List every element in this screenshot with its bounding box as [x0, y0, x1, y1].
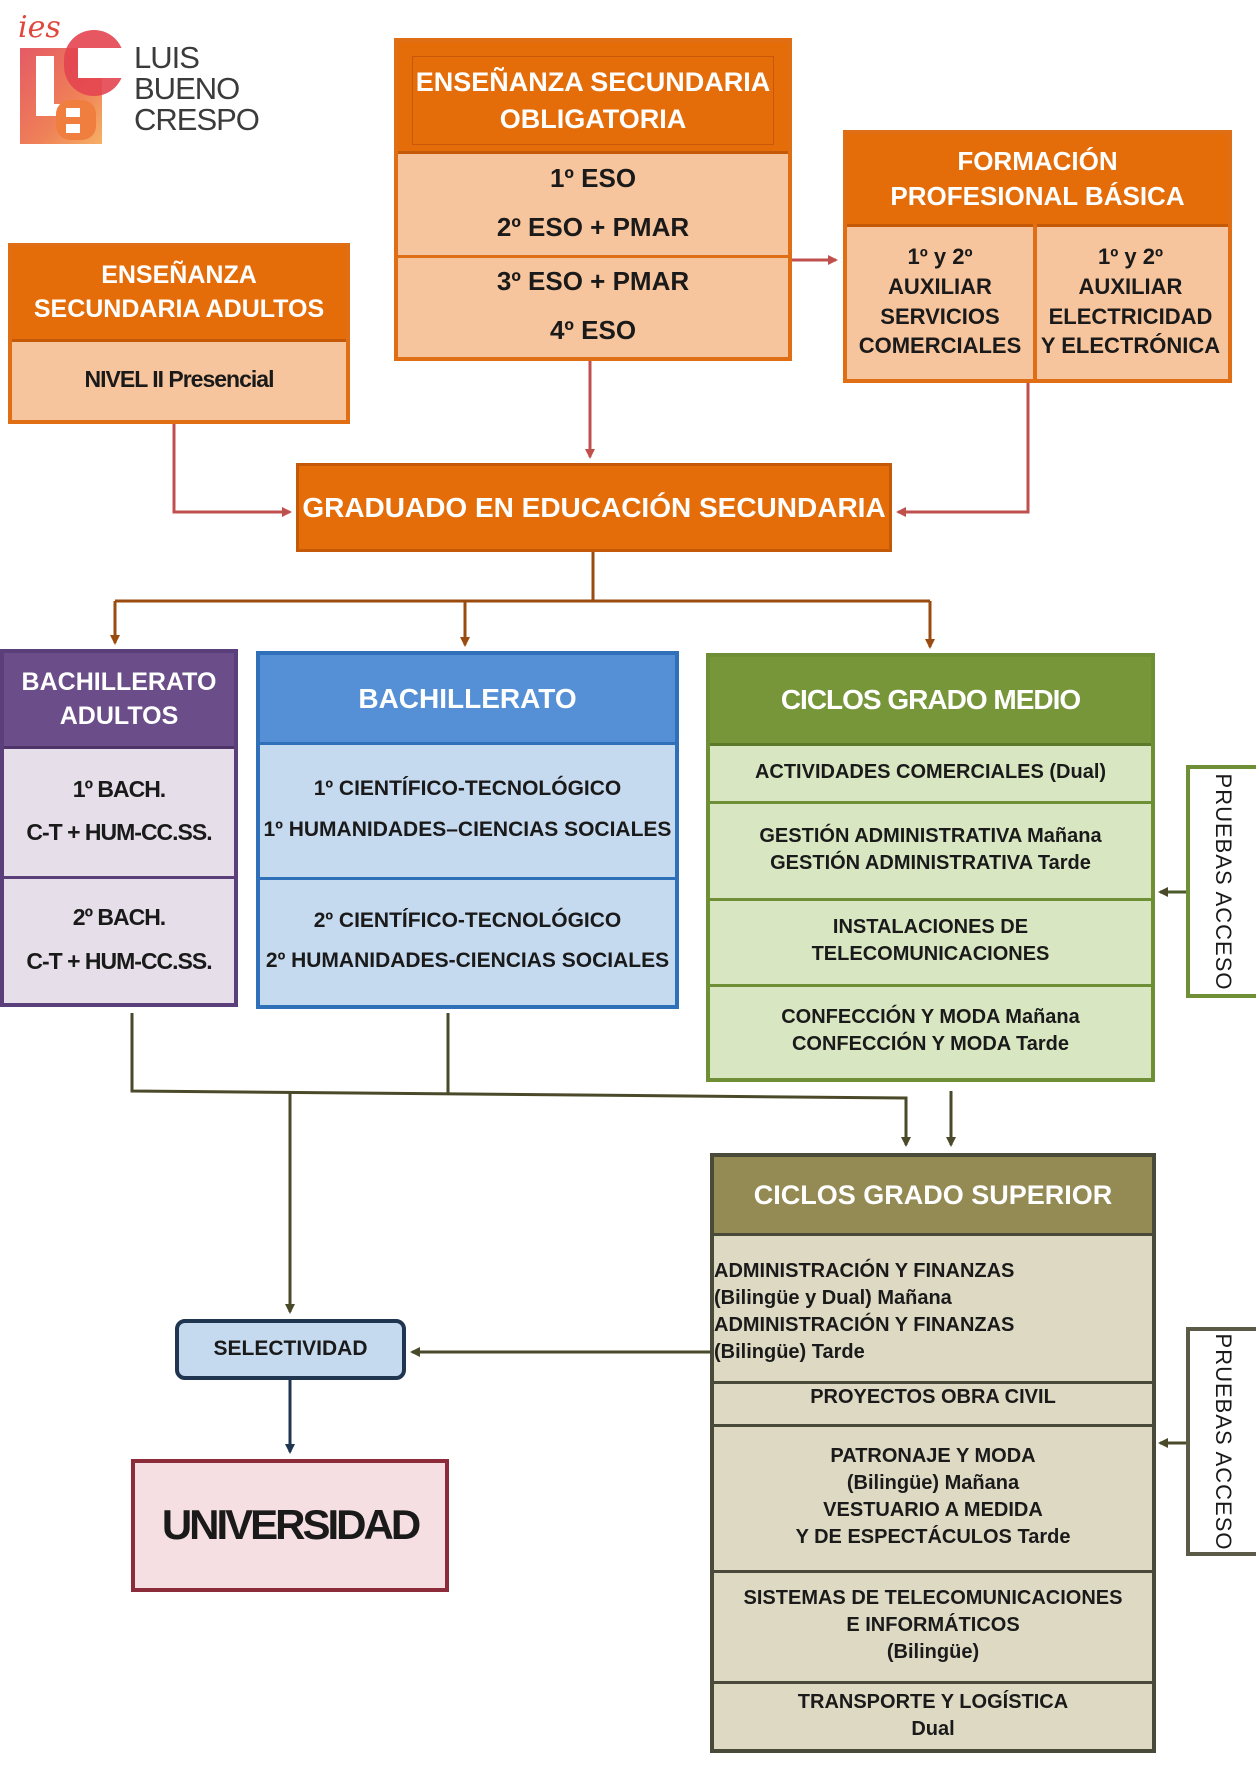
esa-header: ENSEÑANZA SECUNDARIA ADULTOS — [12, 247, 346, 342]
arrow-bach-merge — [130, 1013, 911, 1147]
eso-box: ENSEÑANZA SECUNDARIA OBLIGATORIA 1º ESO … — [394, 38, 792, 361]
fpb-c1-line: AUXILIAR — [888, 273, 992, 299]
fpb-servicios-comerciales: 1º y 2º AUXILIAR SERVICIOS COMERCIALES — [847, 224, 1037, 379]
cgs-st-line: (Bilingüe) — [886, 1641, 980, 1663]
fpb-c2-line: ELECTRICIDAD — [1048, 303, 1213, 329]
pruebas-acceso-gs: PRUEBAS ACCESO — [1186, 1327, 1256, 1556]
cgs-sistemas-telecom: SISTEMAS DE TELECOMUNICACIONES E INFORMÁ… — [714, 1570, 1152, 1684]
fpb-title-line1: FORMACIÓN — [957, 145, 1118, 176]
cgs-pm-line: (Bilingüe) Mañana — [846, 1472, 1020, 1494]
fpb-header: FORMACIÓN PROFESIONAL BÁSICA — [847, 134, 1228, 227]
cgs-tl-line: TRANSPORTE Y LOGÍSTICA — [797, 1691, 1069, 1713]
bach-2-hcs: 2º HUMANIDADES-CIENCIAS SOCIALES — [265, 949, 670, 972]
cgm-it-line1: INSTALACIONES DE — [832, 916, 1029, 938]
bach-1-hcs: 1º HUMANIDADES–CIENCIAS SOCIALES — [263, 817, 672, 841]
esa-title-line1: ENSEÑANZA — [101, 261, 257, 290]
cgs-patronaje-moda: PATRONAJE Y MODA (Bilingüe) Mañana VESTU… — [714, 1424, 1152, 1573]
cgs-st-line: SISTEMAS DE TELECOMUNICACIONES — [743, 1587, 1123, 1609]
fpb-c1-line: 1º y 2º — [907, 244, 973, 270]
arrow-esa-to-graduado — [172, 424, 292, 517]
bach-adultos-row-2: 2º BACH. C-T + HUM-CC.SS. — [4, 876, 234, 1003]
cgs-af-line: ADMINISTRACIÓN Y FINANZAS — [714, 1260, 1015, 1282]
cgs-pm-line: VESTUARIO A MEDIDA — [823, 1499, 1043, 1521]
cgm-it-line2: TELECOMUNICACIONES — [811, 943, 1050, 965]
fpb-title-line2: PROFESIONAL BÁSICA — [890, 181, 1185, 211]
cgm-header: CICLOS GRADO MEDIO — [710, 657, 1151, 746]
logo-line-crespo: CRESPO — [134, 102, 260, 137]
cgs-transporte-logistica: TRANSPORTE Y LOGÍSTICA Dual — [714, 1681, 1152, 1769]
cgm-actividades-comerciales: ACTIVIDADES COMERCIALES (Dual) — [710, 743, 1151, 804]
eso-title-line1: ENSEÑANZA SECUNDARIA — [415, 67, 771, 98]
pruebas-acceso-gm-label: PRUEBAS ACCESO — [1211, 773, 1236, 990]
bach-adultos-2-mod: C-T + HUM-CC.SS. — [26, 947, 212, 974]
bach-adultos-header: BACHILLERATO ADULTOS — [4, 653, 234, 749]
fpb-c2-line: AUXILIAR — [1078, 273, 1183, 299]
school-logo: ies LUIS BUENO CRESPO — [18, 10, 260, 144]
cgs-pm-line: Y DE ESPECTÁCULOS Tarde — [795, 1526, 1071, 1548]
fpb-box: FORMACIÓN PROFESIONAL BÁSICA 1º y 2º AUX… — [843, 130, 1232, 383]
cgm-cm-manana: CONFECCIÓN Y MODA Mañana — [781, 1006, 1080, 1028]
logo-mark-icon — [20, 30, 124, 144]
eso-4: 4º ESO — [549, 315, 637, 345]
graduado-box: GRADUADO EN EDUCACIÓN SECUNDARIA — [296, 463, 892, 552]
fpb-c1-line: COMERCIALES — [858, 333, 1022, 359]
bach-adultos-row-1: 1º BACH. C-T + HUM-CC.SS. — [4, 746, 234, 879]
logo-line-bueno: BUENO — [134, 71, 240, 106]
universidad-box: UNIVERSIDAD — [131, 1459, 449, 1592]
cgm-ga-tarde: GESTIÓN ADMINISTRATIVA Tarde — [770, 851, 1091, 874]
cgs-af-line: ADMINISTRACIÓN Y FINANZAS — [714, 1314, 1015, 1336]
fpb-c2-line: Y ELECTRÓNICA — [1040, 333, 1221, 359]
cgs-box: CICLOS GRADO SUPERIOR ADMINISTRACIÓN Y F… — [710, 1153, 1156, 1753]
fpb-c2-line: 1º y 2º — [1097, 244, 1163, 270]
cgs-af-line: (Bilingüe) Tarde — [714, 1341, 865, 1363]
pruebas-acceso-gm: PRUEBAS ACCESO — [1186, 765, 1256, 998]
cgs-pm-line: PATRONAJE Y MODA — [830, 1445, 1036, 1467]
cgm-instalaciones-telecom: INSTALACIONES DE TELECOMUNICACIONES — [710, 898, 1151, 987]
eso-3-pmar: 3º ESO + PMAR — [496, 265, 690, 296]
cgs-tl-line: Dual — [911, 1718, 955, 1740]
bachillerato-header: BACHILLERATO — [260, 655, 675, 745]
bach-adultos-2: 2º BACH. — [72, 904, 166, 931]
bach-adultos-box: BACHILLERATO ADULTOS 1º BACH. C-T + HUM-… — [0, 649, 238, 1007]
bach-2-ct: 2º CIENTÍFICO-TECNOLÓGICO — [313, 908, 622, 932]
logo-prefix: ies — [18, 10, 61, 45]
cgs-header: CICLOS GRADO SUPERIOR — [714, 1157, 1152, 1236]
cgm-cm-tarde: CONFECCIÓN Y MODA Tarde — [791, 1033, 1070, 1055]
logo-line-luis: LUIS — [134, 40, 200, 75]
pruebas-acceso-gs-label: PRUEBAS ACCESO — [1211, 1333, 1236, 1550]
bach-adultos-title-line2: ADULTOS — [59, 701, 179, 730]
cgm-ga-manana: GESTIÓN ADMINISTRATIVA Mañana — [759, 824, 1102, 847]
cgs-st-line: E INFORMÁTICOS — [846, 1614, 1020, 1636]
bach-adultos-1-mod: C-T + HUM-CC.SS. — [26, 819, 212, 845]
esa-title-line2: SECUNDARIA ADULTOS — [33, 295, 325, 323]
bach-adultos-1: 1º BACH. — [72, 775, 166, 802]
cgm-gestion-administrativa: GESTIÓN ADMINISTRATIVA Mañana GESTIÓN AD… — [710, 801, 1151, 901]
bach-1-ct: 1º CIENTÍFICO-TECNOLÓGICO — [313, 777, 622, 801]
bachillerato-row-1: 1º CIENTÍFICO-TECNOLÓGICO 1º HUMANIDADES… — [260, 742, 675, 880]
selectividad-box: SELECTIVIDAD — [175, 1319, 406, 1380]
cgm-confeccion-moda: CONFECCIÓN Y MODA Mañana CONFECCIÓN Y MO… — [710, 984, 1151, 1078]
bachillerato-row-2: 2º CIENTÍFICO-TECNOLÓGICO 2º HUMANIDADES… — [260, 877, 675, 1005]
esa-level: NIVEL II Presencial — [84, 365, 275, 392]
eso-row-3-4: 3º ESO + PMAR 4º ESO — [398, 255, 788, 357]
cgs-af-line: (Bilingüe y Dual) Mañana — [714, 1287, 952, 1309]
cgs-proyectos-obra-civil: PROYECTOS OBRA CIVIL — [714, 1371, 1152, 1427]
eso-title-line2: OBLIGATORIA — [499, 103, 687, 134]
eso-2-pmar: 2º ESO + PMAR — [496, 212, 690, 242]
esa-box: ENSEÑANZA SECUNDARIA ADULTOS NIVEL II Pr… — [8, 243, 350, 424]
bach-adultos-title-line1: BACHILLERATO — [21, 667, 217, 696]
fpb-c1-line: SERVICIOS — [880, 303, 1000, 329]
bachillerato-box: BACHILLERATO 1º CIENTÍFICO-TECNOLÓGICO 1… — [256, 651, 679, 1009]
cgs-administracion-finanzas: ADMINISTRACIÓN Y FINANZAS (Bilingüe y Du… — [714, 1233, 1152, 1384]
arrow-fpb-to-graduado — [896, 383, 1030, 517]
fpb-electricidad-electronica: 1º y 2º AUXILIAR ELECTRICIDAD Y ELECTRÓN… — [1033, 224, 1228, 379]
eso-1: 1º ESO — [549, 162, 637, 193]
eso-header: ENSEÑANZA SECUNDARIA OBLIGATORIA — [398, 42, 788, 154]
eso-row-1-2: 1º ESO 2º ESO + PMAR — [398, 151, 788, 258]
cgm-box: CICLOS GRADO MEDIO ACTIVIDADES COMERCIAL… — [706, 653, 1155, 1082]
